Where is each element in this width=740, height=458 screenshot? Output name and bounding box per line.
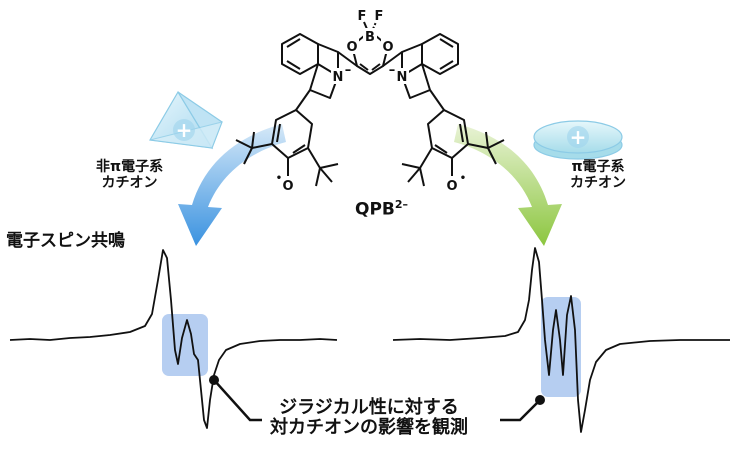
cation-left-line2: カチオン (101, 174, 158, 191)
atom-oxygen-radical-left: O (282, 179, 293, 194)
arrow-right (454, 124, 562, 246)
atom-nitrogen-right: N (397, 70, 408, 85)
radical-dot-left: • (276, 173, 282, 184)
cation-label-left: 非π電子系 カチオン (96, 159, 164, 191)
molecule-label: QPB2– (355, 198, 409, 220)
atom-boron: B (365, 30, 375, 45)
cation-left-line1: 非π電子系 (96, 159, 164, 175)
disc-cation-icon: + (533, 120, 623, 160)
tetrahedron-cation-icon: + (149, 90, 223, 150)
caption-line2: 対カチオンの影響を観測 (270, 417, 468, 439)
callout-dot-left (209, 375, 219, 385)
plus-symbol-right: + (570, 125, 587, 149)
atom-nitrogen-left: N (333, 70, 344, 85)
callout-dot-right (535, 395, 545, 405)
atom-oxygen-right: O (382, 40, 393, 55)
charge-minus-right: – (389, 63, 396, 78)
spectrum-title: 電子スピン共鳴 (6, 231, 125, 251)
caption: ジラジカル性に対する 対カチオンの影響を観測 (270, 397, 468, 439)
radical-dot-right: • (460, 173, 466, 184)
atom-oxygen-radical-right: O (446, 179, 457, 194)
molecule-name: QPB (355, 199, 395, 220)
atom-oxygen-left: O (346, 40, 357, 55)
cation-right-line1: π電子系 (571, 159, 625, 175)
esr-spectrum-left (9, 249, 338, 429)
atom-fluorine-left: F (358, 9, 367, 24)
callout-line-right (500, 399, 541, 422)
esr-spectrum-right (392, 247, 730, 433)
molecule-structure (235, 21, 505, 187)
cation-label-right: π電子系 カチオン (570, 159, 626, 191)
arrow-left (178, 124, 286, 246)
caption-line1: ジラジカル性に対する (279, 397, 459, 418)
callout-line-left (213, 379, 262, 422)
highlight-box-left (162, 314, 208, 376)
plus-symbol-left: + (176, 118, 193, 142)
molecule-charge: 2– (394, 198, 409, 211)
atom-fluorine-right: F (375, 9, 384, 24)
charge-minus-left: – (345, 63, 352, 78)
cation-right-line2: カチオン (570, 174, 626, 191)
